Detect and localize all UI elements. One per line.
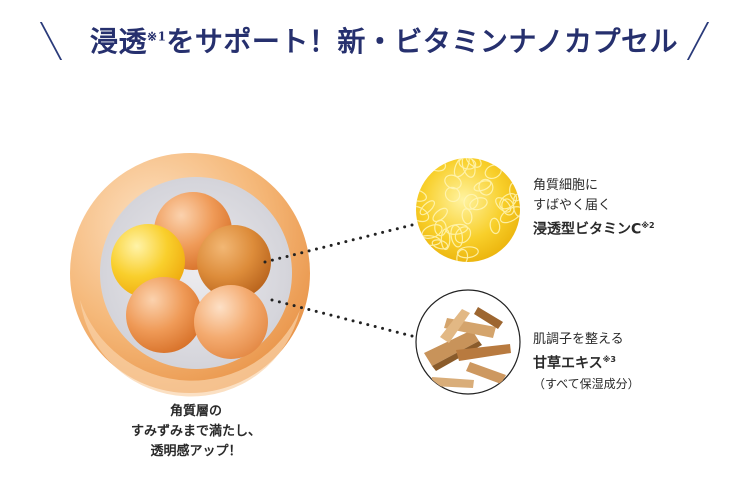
title-footnote: ※1 (147, 29, 167, 44)
connector-dot (410, 223, 414, 227)
capsule-ball-bottom-left (126, 277, 202, 353)
stratum-caption-line-1: 角質層の (169, 404, 222, 419)
vitamin-c-footnote: ※2 (641, 221, 655, 230)
connector-dot (395, 330, 399, 334)
connector-dot (307, 249, 311, 253)
connector-dot (358, 321, 362, 325)
connector-dot (307, 307, 311, 311)
softgel-shape (453, 158, 470, 178)
licorice-description: 肌調子を整える 甘草エキス※3 （すべて保湿成分） (533, 330, 640, 394)
connector-dot (277, 300, 281, 304)
connector-dot (322, 245, 326, 249)
softgel-shape (465, 158, 482, 168)
capsule-ball-bottom-right (194, 285, 268, 359)
connector-dot (366, 234, 370, 238)
softgel-shape (499, 193, 518, 210)
licorice-line-1: 肌調子を整える (533, 332, 624, 347)
softgel-shape (499, 206, 520, 224)
connector-dot (270, 258, 274, 262)
licorice-name: 甘草エキス (533, 355, 603, 372)
softgel-shape (508, 243, 520, 262)
connector-dot (388, 229, 392, 233)
capsule-illustration (70, 153, 310, 397)
connector-dot (263, 260, 267, 264)
softgel-shape (427, 158, 439, 169)
stratum-caption-line-2: すみずみまで満たし、 (130, 424, 261, 439)
connector-dot (337, 242, 340, 245)
connector-dot (314, 247, 318, 251)
connector-dot (336, 315, 340, 319)
connector-dot (322, 311, 326, 315)
softgel-shape (432, 207, 448, 223)
connector-dot (300, 251, 304, 255)
connector-dot (381, 326, 385, 330)
connector-dot (373, 232, 377, 236)
vitamin-c-description: 角質細胞に すばやく届く 浸透型ビタミンC※2 (533, 176, 655, 240)
softgel-shape (478, 178, 494, 196)
softgel-shape (454, 226, 472, 244)
connector-dot (373, 325, 377, 329)
page-title: 浸透※1をサポート！新・ビタミンナノカプセル (90, 20, 678, 60)
connector-dot (299, 306, 303, 310)
softgel-shape (456, 246, 479, 259)
capsule-ball-right (197, 225, 271, 299)
connector-dot (329, 313, 333, 317)
softgel-shape (489, 217, 501, 235)
softgel-shape (461, 208, 473, 225)
title-part-2: をサポート！新・ビタミンナノカプセル (166, 25, 679, 58)
connector-lines (263, 223, 414, 338)
softgel-shape (463, 193, 479, 210)
stratum-caption-line-3: 透明感アップ！ (150, 444, 242, 459)
connector-dot (403, 332, 407, 336)
connector-dot (292, 304, 296, 308)
softgel-shape (444, 186, 461, 203)
softgel-shape (419, 200, 436, 216)
softgel-shape (416, 205, 430, 223)
licorice-image (415, 289, 521, 395)
vitamin-c-line-3: 浸透型ビタミンC※2 (533, 216, 655, 240)
softgel-shape (495, 197, 512, 213)
connector-dot (314, 309, 318, 313)
vitamin-c-name: 浸透型ビタミンC (533, 221, 642, 238)
softgel-shape (418, 158, 433, 173)
licorice-footnote: ※3 (602, 355, 616, 364)
stratum-caption: 角質層の すみずみまで満たし、 透明感アップ！ (111, 402, 281, 462)
softgel-shape (473, 180, 492, 192)
connector-dot (270, 298, 274, 302)
vitamin-c-line-1: 角質細胞に (533, 178, 599, 193)
connector-dot (403, 225, 407, 229)
title-part-1: 浸透 (90, 25, 148, 58)
headline: 浸透※1をサポート！新・ビタミンナノカプセル (0, 0, 749, 86)
connector-dot (366, 323, 370, 327)
vitamin-c-image (416, 158, 520, 262)
softgel-shape (416, 159, 434, 171)
connector-dot (344, 240, 348, 244)
connector-dot (388, 328, 392, 332)
connector-dot (278, 256, 282, 260)
connector-dot (351, 319, 355, 323)
licorice-line-2: 甘草エキス※3 (533, 350, 640, 374)
connector-dot (292, 253, 296, 257)
connector-dot (410, 334, 414, 338)
connector-dot (285, 302, 289, 306)
softgel-shape (431, 239, 449, 250)
connector-dot (359, 236, 363, 240)
connector-dot (329, 243, 333, 247)
vitamin-c-line-2: すばやく届く (533, 198, 612, 213)
connector-dot (381, 230, 385, 234)
connector-dot (351, 238, 355, 242)
connector-dot (344, 317, 348, 321)
softgel-shape (450, 224, 464, 248)
connector-dot (395, 227, 399, 231)
connector-dot (285, 254, 289, 258)
licorice-line-3: （すべて保湿成分） (533, 376, 640, 391)
